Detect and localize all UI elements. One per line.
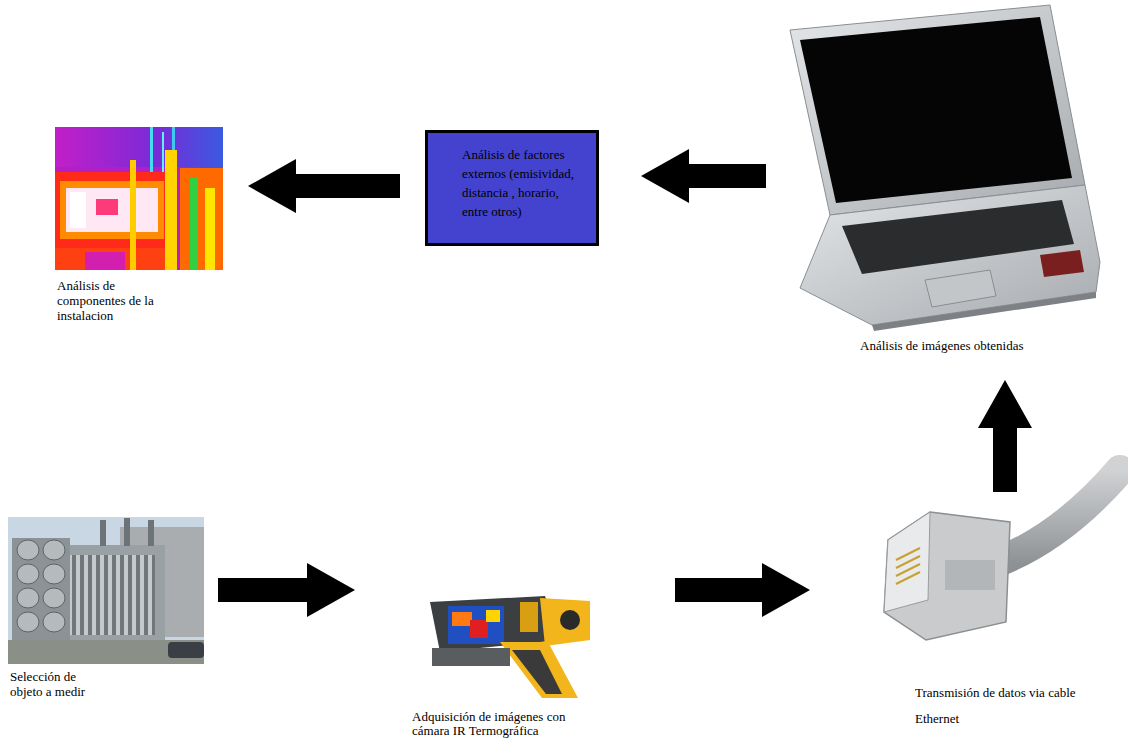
caption-block: Selección de objeto a medir xyxy=(10,669,110,699)
image-node: Transmisión de datos via cable Ethernet xyxy=(885,500,1120,650)
ir-camera-picture xyxy=(470,620,488,638)
ir-camera-picture xyxy=(452,612,472,626)
ir-camera-picture xyxy=(486,610,500,622)
ir-camera-picture xyxy=(560,610,580,630)
transformer-photo xyxy=(148,520,154,546)
caption-block: Análisis de imágenes obtenidas xyxy=(860,338,1110,353)
transformer-photo xyxy=(168,642,204,658)
transformer-photo xyxy=(8,517,204,664)
ir-camera-picture xyxy=(520,602,538,632)
ir-camera-picture xyxy=(512,650,562,694)
transformer-photo xyxy=(17,564,39,584)
laptop-picture xyxy=(790,5,1085,215)
caption-text: Selección de objeto a medir xyxy=(10,669,110,699)
ethernet-cable-picture xyxy=(884,512,930,612)
image-node: Análisis de componentes de la instalacio… xyxy=(55,127,223,270)
transformer-photo xyxy=(8,640,204,664)
laptop-picture xyxy=(842,200,1074,274)
laptop-picture xyxy=(925,270,996,307)
thermal-image xyxy=(180,168,223,270)
ethernet-cable-picture xyxy=(945,560,995,590)
ethernet-cable-picture xyxy=(896,572,920,584)
thermal-image xyxy=(55,248,165,270)
transformer-photo xyxy=(17,540,39,560)
transformer-photo xyxy=(43,564,65,584)
transformer-photo xyxy=(70,555,155,635)
flow-arrow xyxy=(641,149,766,203)
thermal-image xyxy=(60,181,164,239)
transformer-photo xyxy=(17,588,39,608)
laptop-picture xyxy=(800,17,1072,203)
thermal-image xyxy=(55,127,223,167)
flow-arrow xyxy=(978,380,1032,492)
ethernet-cable-picture xyxy=(884,470,1120,640)
transformer-photo xyxy=(17,612,39,632)
caption-block: Transmisión de datos via cable Ethernet xyxy=(915,680,1100,732)
ir-camera-picture xyxy=(430,596,590,698)
thermal-image xyxy=(96,199,118,215)
laptop-picture xyxy=(872,292,1096,331)
thermal-image xyxy=(66,188,158,232)
thermal-image xyxy=(55,127,223,270)
transformer-photo xyxy=(124,518,130,546)
thermal-image xyxy=(165,150,177,270)
caption-text: Adquisición de imágenes con cámara IR Te… xyxy=(412,710,600,738)
ir-camera-picture xyxy=(540,598,590,646)
box-text: Análisis de factores externos (emisivida… xyxy=(462,145,586,221)
flow-arrow xyxy=(675,563,810,617)
thermal-image xyxy=(55,127,223,270)
thermal-image xyxy=(55,172,173,248)
transformer-photo xyxy=(43,588,65,608)
ir-camera-picture xyxy=(448,606,504,644)
transformer-photo xyxy=(12,538,70,642)
laptop-picture xyxy=(1040,250,1084,277)
flow-arrow xyxy=(248,159,400,213)
transformer-photo xyxy=(43,612,65,632)
image-node: Adquisición de imágenes con cámara IR Te… xyxy=(400,585,590,700)
caption-text: Análisis de componentes de la instalacio… xyxy=(57,278,175,323)
flow-arrow xyxy=(218,563,355,617)
thermal-image xyxy=(130,160,136,270)
box-content: Análisis de factores externos (emisivida… xyxy=(428,133,586,229)
image-node: Selección de objeto a medir xyxy=(8,517,204,664)
transformer-photo xyxy=(100,520,106,546)
laptop-picture xyxy=(790,5,1100,331)
transformer-photo xyxy=(8,517,204,664)
thermal-image xyxy=(85,252,125,270)
image-node: Análisis de imágenes obtenidas xyxy=(770,5,1100,325)
thermal-image xyxy=(190,178,198,270)
thermal-image xyxy=(205,188,215,270)
transformer-photo xyxy=(43,540,65,560)
caption-block: Análisis de componentes de la instalacio… xyxy=(57,278,175,323)
ir-camera-picture xyxy=(500,642,578,698)
ethernet-cable-picture xyxy=(884,512,1010,640)
ir-camera-picture xyxy=(432,648,510,666)
thermal-image xyxy=(70,192,86,228)
caption-text: Transmisión de datos via cable Ethernet xyxy=(915,680,1100,732)
process-box: Análisis de factores externos (emisivida… xyxy=(425,130,599,246)
caption-text: Análisis de imágenes obtenidas xyxy=(860,338,1110,353)
caption-block: Adquisición de imágenes con cámara IR Te… xyxy=(412,710,600,738)
